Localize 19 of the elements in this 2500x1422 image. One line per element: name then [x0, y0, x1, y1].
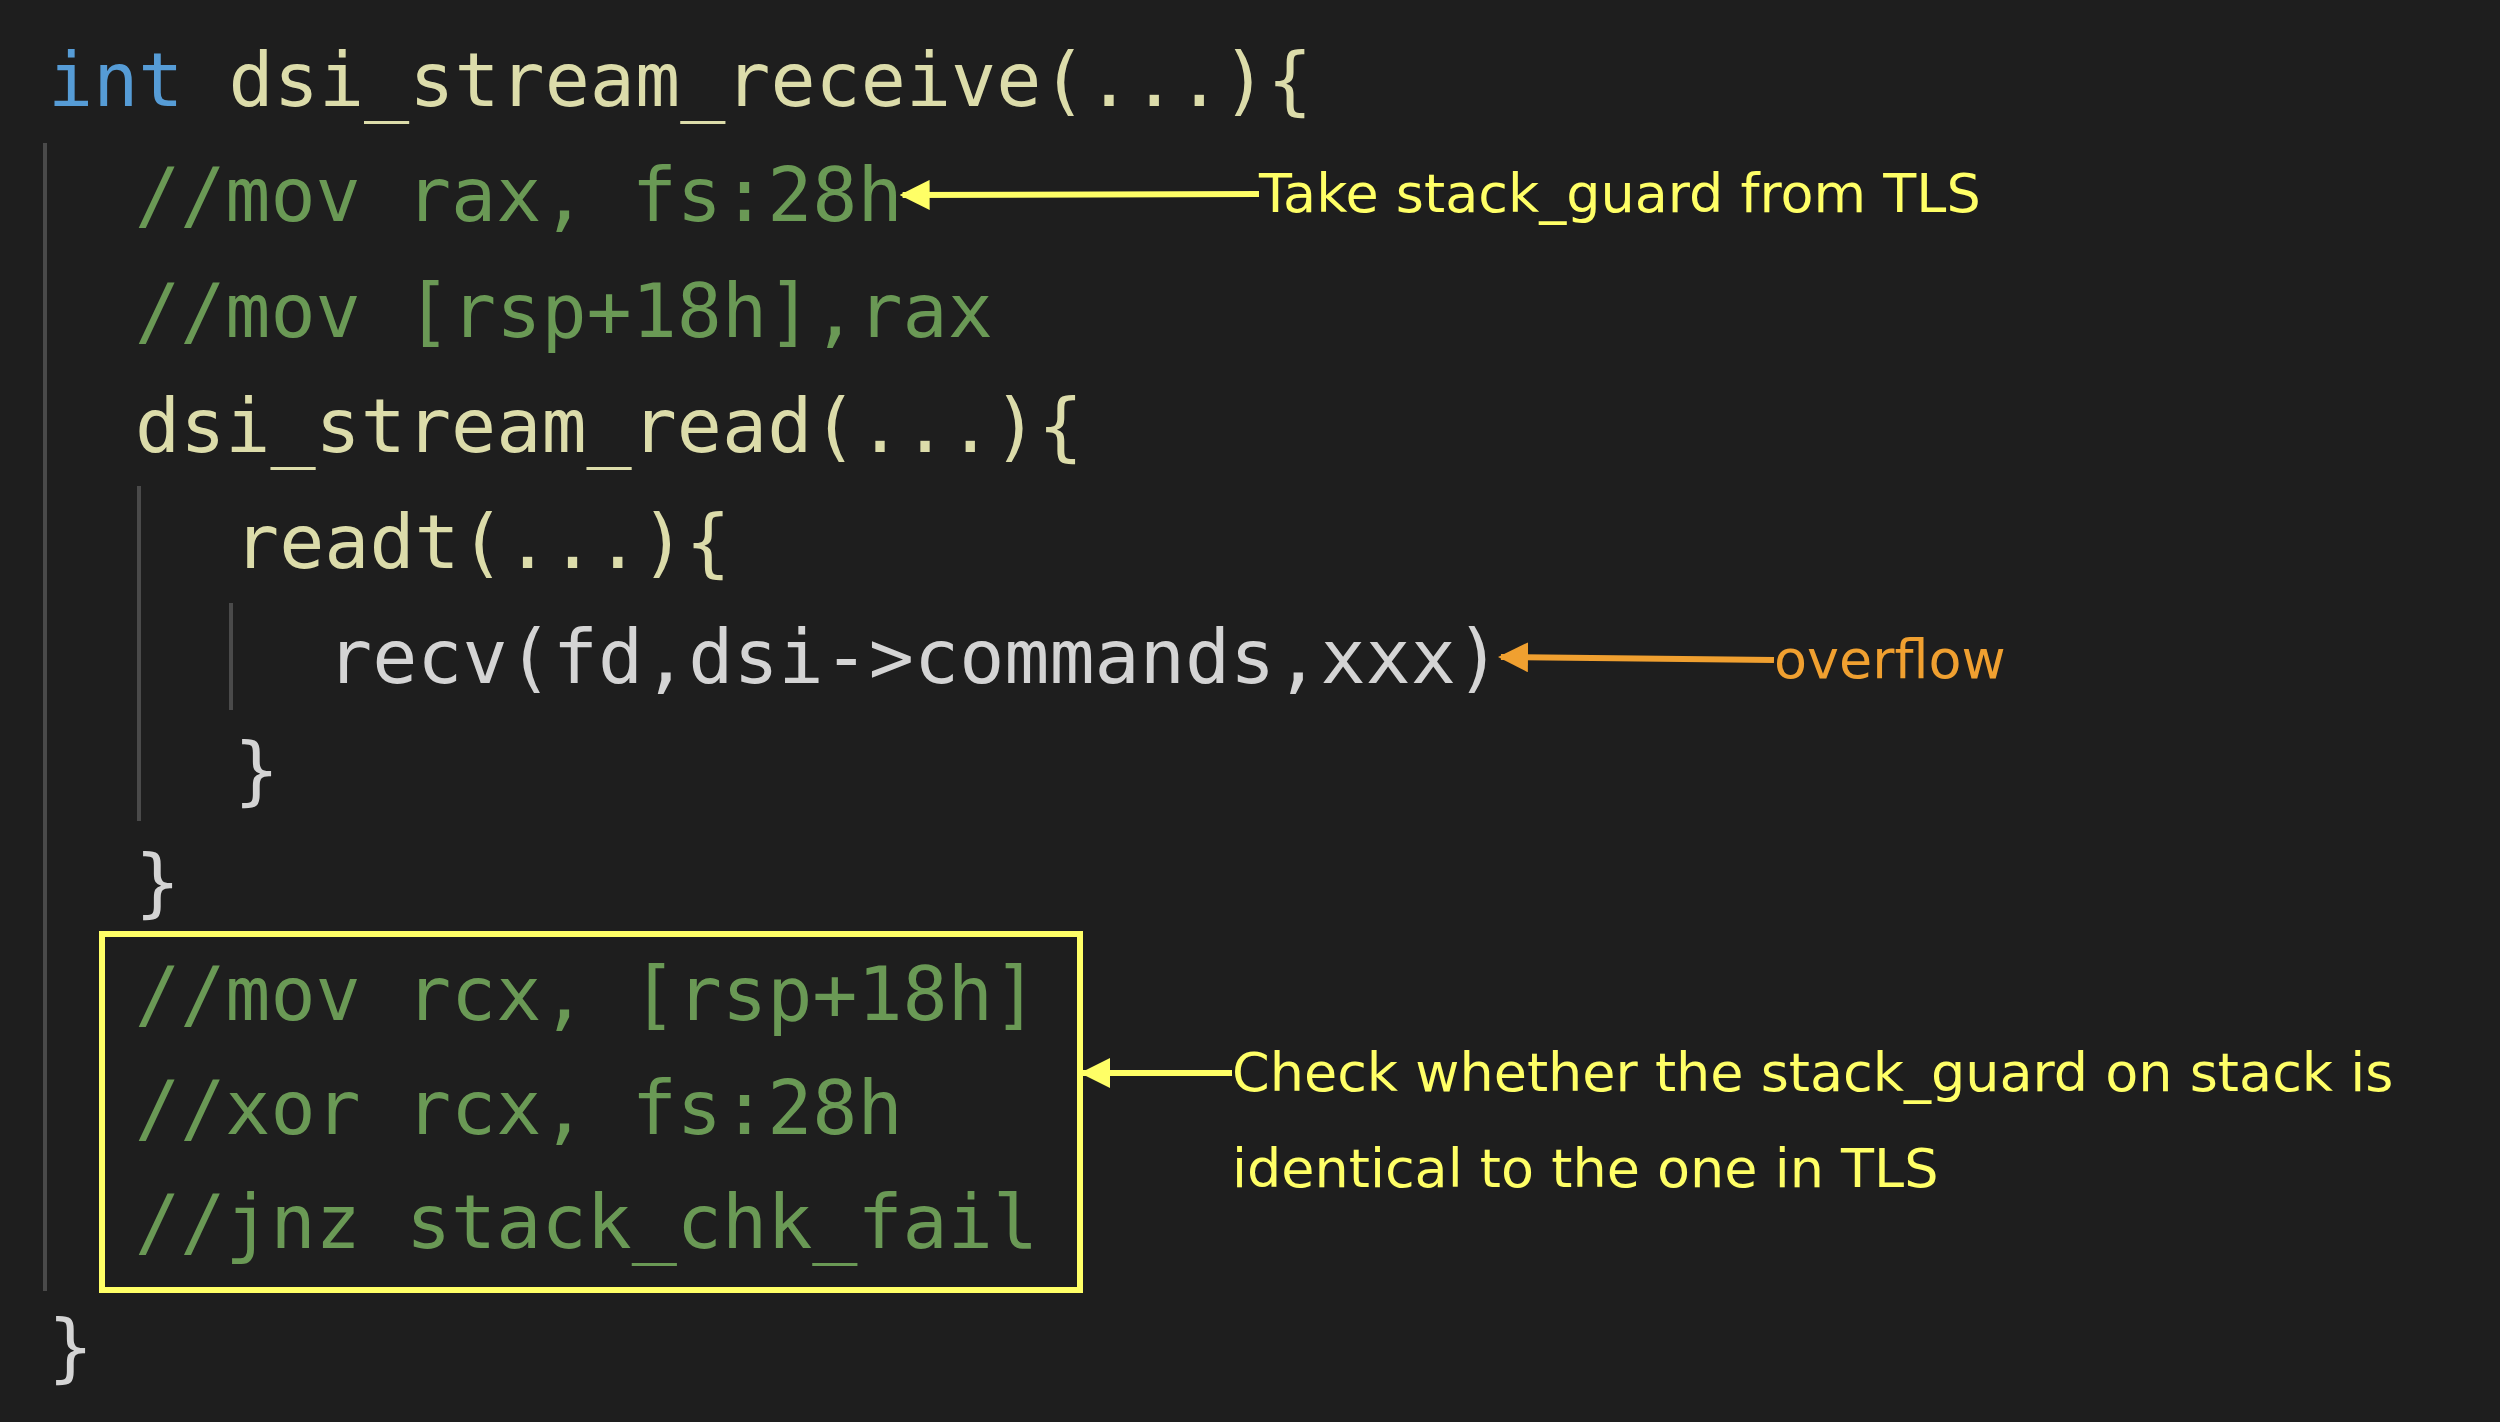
highlight-box: [99, 931, 1083, 1293]
code-line: //mov [rsp+18h],rax: [135, 266, 993, 356]
code-line: //jnz stack_chk_fail: [135, 1177, 1039, 1267]
code-line: }: [48, 1302, 94, 1392]
annotation-text: overflow: [1774, 612, 2006, 708]
code-line: dsi_stream_read(...){: [135, 381, 1084, 471]
code-line: }: [135, 837, 181, 927]
code-line: //xor rcx, fs:28h: [135, 1063, 903, 1153]
arrow: [1498, 642, 1775, 673]
code-line: //mov rcx, [rsp+18h]: [135, 949, 1039, 1039]
arrow: [899, 179, 1259, 210]
code-line: //mov rax, fs:28h: [135, 150, 903, 240]
code-line: readt(...){: [234, 497, 731, 587]
code-line: int dsi_stream_receive(...){: [48, 35, 1313, 125]
annotation-text: Check whether the stack_guard on stack is identical to the one in TLS: [1232, 1025, 2432, 1217]
code-line: recv(fd,dsi->commands,xxx): [327, 612, 1501, 702]
arrow: [1080, 1058, 1232, 1088]
annotation-text: Take stack_guard from TLS: [1259, 146, 1981, 242]
code-line: }: [234, 725, 280, 815]
